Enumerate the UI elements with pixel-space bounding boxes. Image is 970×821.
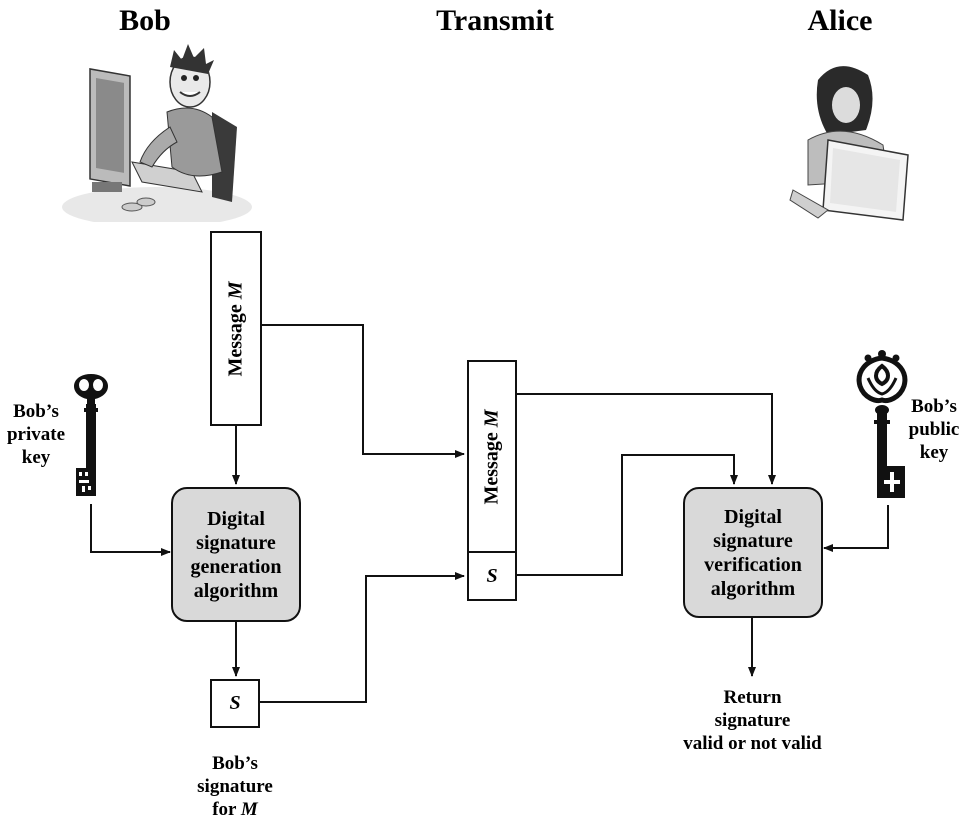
alice-with-laptop-illustration <box>789 66 909 221</box>
bob-at-computer-illustration <box>62 44 252 222</box>
transmit-message-to-verifier-arrow <box>516 393 776 485</box>
transmit-signature-box: S <box>467 551 517 601</box>
transmit-heading: Transmit <box>436 4 554 37</box>
verification-result-label: Return signature valid or not valid <box>683 687 822 754</box>
signature-verification-algorithm: Digital signature verification algorithm <box>683 487 823 618</box>
public-key-label: Bob’s public key <box>908 396 960 463</box>
public-key-to-verifier-arrow <box>823 505 889 552</box>
bob-message-var: M <box>224 281 247 299</box>
message-to-transmit-arrow <box>262 324 465 458</box>
alice-heading: Alice <box>807 4 873 37</box>
transmit-message-var: M <box>480 409 503 427</box>
public-key-icon <box>856 350 908 498</box>
bob-signature-box: S <box>210 679 260 728</box>
bob-message-label: Message <box>224 298 247 376</box>
transmit-message-label: Message <box>480 426 503 504</box>
bob-signature-caption: Bob’s signature for M <box>197 753 273 820</box>
private-key-label: Bob’s private key <box>6 401 66 468</box>
signature-to-transmit-arrow <box>260 572 465 703</box>
private-key-to-generator-arrow <box>90 504 171 556</box>
private-key-icon <box>74 374 108 496</box>
transmit-signature-to-verifier-arrow <box>516 454 738 576</box>
transmit-message-box: Message M <box>467 360 517 553</box>
bob-heading: Bob <box>119 4 171 37</box>
signature-generation-algorithm: Digital signature generation algorithm <box>171 487 301 622</box>
bob-message-box: Message M <box>210 231 262 426</box>
